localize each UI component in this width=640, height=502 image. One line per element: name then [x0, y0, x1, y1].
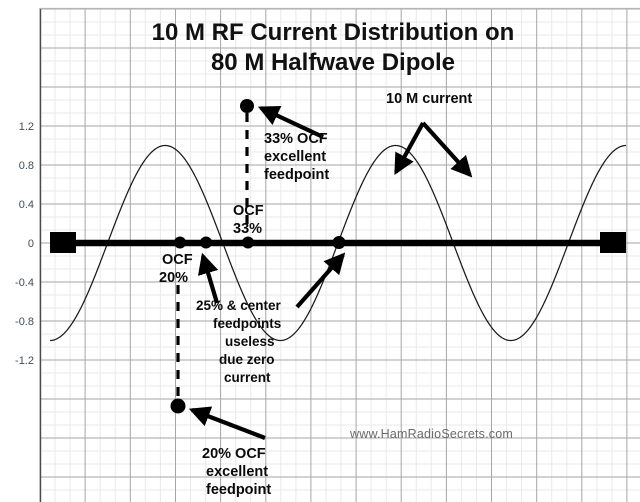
callout-20-line2: excellent — [206, 464, 268, 480]
y-tick-labels: 1.2 0.8 0.4 0 -0.4 -0.8 -1.2 — [15, 121, 34, 367]
marker-axis-20[interactable] — [174, 236, 186, 249]
marker-ocf-33-peak[interactable] — [240, 99, 254, 113]
y-tick-label: 0.8 — [19, 160, 34, 172]
arrow-current-left — [394, 121, 425, 175]
arrow-to-ocf-20 — [188, 406, 266, 440]
left-insulator — [50, 232, 76, 253]
chart-title-line2: 80 M Halfwave Dipole — [211, 49, 455, 76]
marker-ocf-33-axis[interactable] — [242, 236, 254, 249]
arrow-to-ocf-33 — [257, 105, 324, 139]
callout-useless-line1: 25% & center — [196, 298, 282, 313]
arrow-to-25-percent — [197, 252, 220, 304]
callout-useless-line4: due zero — [219, 352, 275, 367]
ocf-33-label-line1: OCF — [233, 203, 264, 219]
callout-useless-line3: useless — [225, 334, 275, 349]
y-tick-label: -1.2 — [15, 355, 34, 367]
y-tick-label: 1.2 — [19, 121, 34, 133]
callout-useless-line5: current — [224, 370, 271, 385]
y-tick-label: 0 — [28, 238, 34, 250]
current-label: 10 M current — [386, 91, 472, 107]
callout-33-line3: feedpoint — [264, 167, 329, 183]
ocf-20-label-line2: 20% — [159, 270, 188, 286]
callout-20-line3: feedpoint — [206, 482, 271, 498]
callout-33-line1: 33% OCF — [264, 131, 328, 147]
callout-useless-line2: feedpoints — [213, 316, 281, 331]
y-tick-label: -0.8 — [15, 316, 34, 328]
marker-ocf-20[interactable] — [170, 398, 186, 414]
y-tick-label: -0.4 — [15, 277, 34, 289]
chart-title-line1: 10 M RF Current Distribution on — [152, 19, 515, 46]
ocf-33-label-line2: 33% — [233, 221, 262, 237]
marker-ocf-25[interactable] — [200, 236, 212, 249]
watermark: www.HamRadioSecrets.com — [349, 427, 513, 441]
y-tick-label: 0.4 — [19, 199, 34, 211]
arrow-current-right — [421, 121, 473, 178]
callout-20-line1: 20% OCF — [202, 446, 266, 462]
grid-minor — [40, 8, 640, 502]
arrow-to-center-feedpoint — [295, 252, 346, 309]
ocf-20-label-line1: OCF — [162, 252, 193, 268]
callout-33-line2: excellent — [264, 149, 326, 165]
right-insulator — [600, 232, 626, 253]
marker-center-feedpoint[interactable] — [332, 236, 346, 249]
